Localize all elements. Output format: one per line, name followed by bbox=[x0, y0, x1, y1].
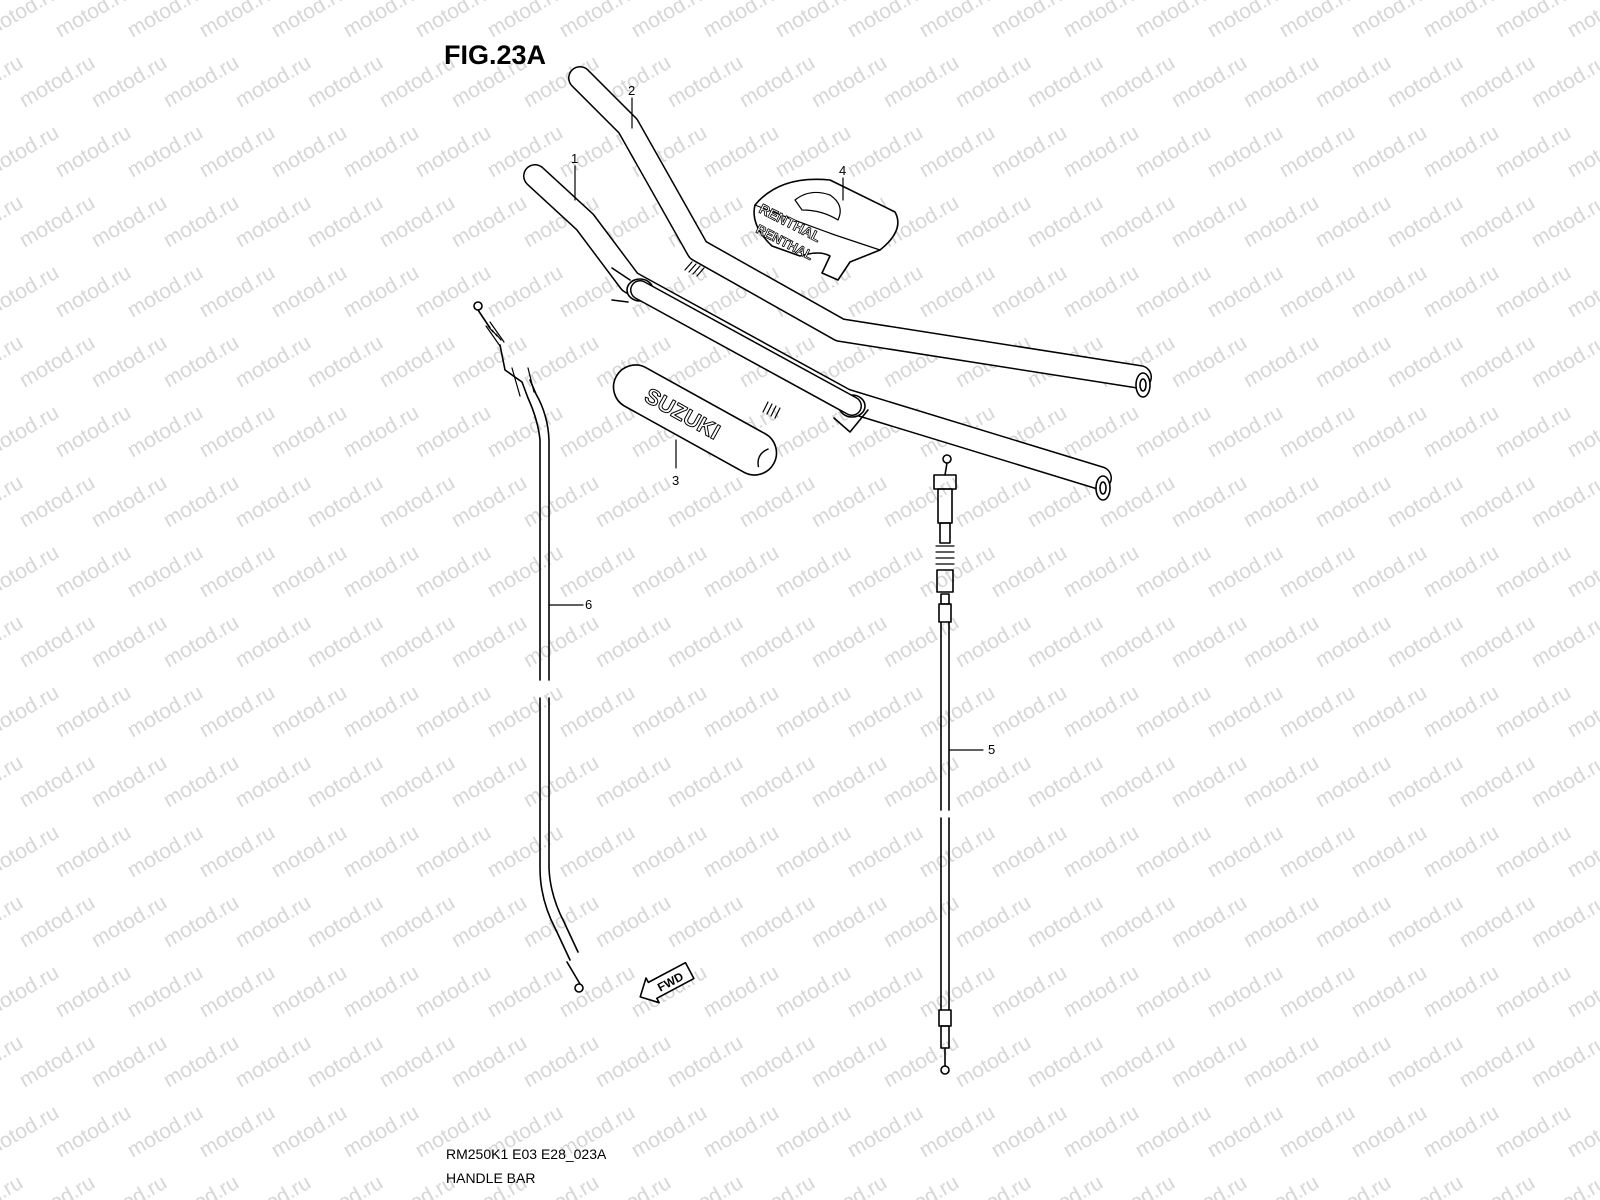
callout-numbers: 1 2 3 4 5 6 bbox=[571, 83, 995, 757]
callout-2: 2 bbox=[628, 83, 635, 98]
figure-title: FIG.23A bbox=[444, 40, 547, 70]
crossbar-pad-3: SUZUKI bbox=[612, 364, 778, 476]
leader-lines bbox=[548, 97, 984, 751]
callout-1: 1 bbox=[571, 151, 578, 166]
callout-3: 3 bbox=[672, 473, 679, 488]
bar-pad-4: RENTHAL RENTHAL bbox=[753, 178, 899, 281]
callout-6: 6 bbox=[585, 597, 592, 612]
handlebar-2 bbox=[568, 66, 1152, 398]
callout-5: 5 bbox=[988, 742, 995, 757]
cable-6 bbox=[473, 301, 584, 993]
cable-5 bbox=[933, 454, 957, 1075]
model-code: RM250K1 E03 E28_023A bbox=[446, 1146, 607, 1162]
crossbar bbox=[630, 261, 862, 419]
callout-4: 4 bbox=[839, 163, 846, 178]
fwd-arrow-icon: FWD bbox=[639, 961, 695, 1004]
figure-caption: HANDLE BAR bbox=[446, 1170, 536, 1186]
